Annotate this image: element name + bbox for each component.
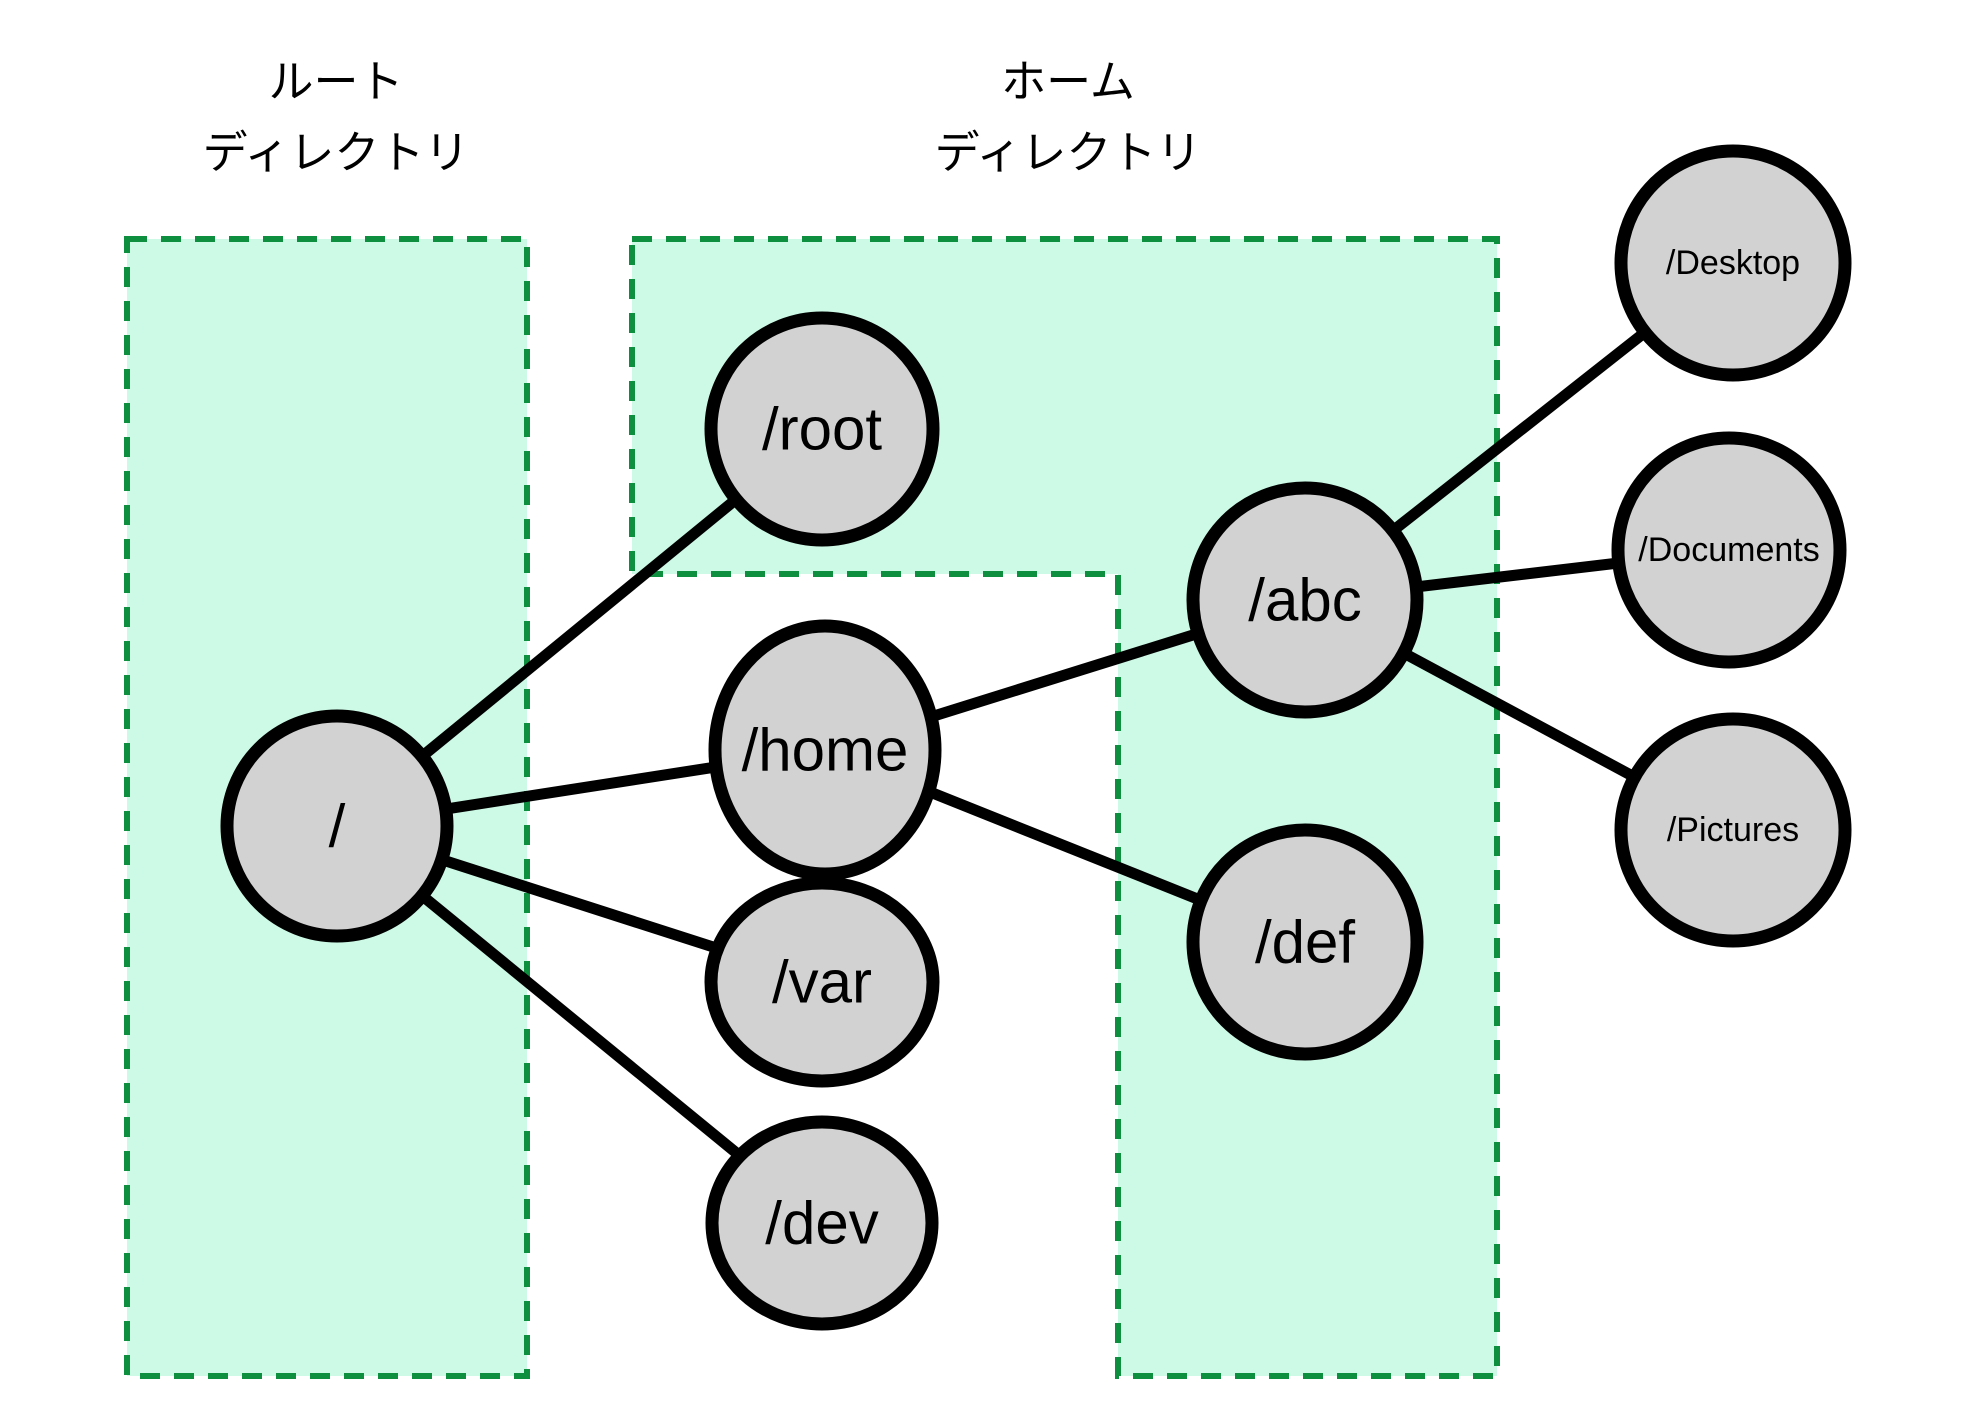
node-label-def: /def [1255, 909, 1355, 976]
home-directory-caption-line2: ディレクトリ [934, 127, 1202, 178]
node-label-home: /home [742, 717, 909, 784]
node-dev: /dev [705, 1115, 939, 1331]
node-home: /home [708, 619, 942, 881]
root-directory-caption-line2: ディレクトリ [202, 127, 470, 178]
root-directory-caption: ルート ディレクトリ [203, 46, 470, 188]
node-var: /var [704, 876, 940, 1088]
node-root: /root [704, 311, 940, 547]
node-circle-root [704, 311, 940, 547]
node-label-dev: /dev [765, 1190, 878, 1257]
node-label-root: /root [762, 396, 882, 463]
node-documents: /Documents [1611, 431, 1847, 669]
node-label-abc: /abc [1248, 567, 1361, 634]
node-slash: / [220, 709, 454, 943]
node-label-var: /var [772, 949, 872, 1016]
node-circle-desktop [1614, 144, 1852, 382]
node-circle-slash [220, 709, 454, 943]
node-label-documents: /Documents [1638, 531, 1819, 569]
node-circle-var [704, 876, 940, 1088]
nodes-layer: / /root/home/var/dev/abc/def/Desktop/Docu… [220, 144, 1852, 1331]
node-circle-documents [1611, 431, 1847, 669]
node-def: /def [1186, 823, 1424, 1061]
node-circle-home [708, 619, 942, 881]
node-label-slash: / [329, 793, 346, 860]
node-circle-def [1186, 823, 1424, 1061]
root-directory-caption-line1: ルート [268, 56, 404, 107]
node-abc: /abc [1186, 481, 1424, 719]
node-pictures: /Pictures [1614, 712, 1852, 948]
node-label-desktop: /Desktop [1666, 244, 1800, 282]
node-circle-dev [705, 1115, 939, 1331]
node-label-pictures: /Pictures [1667, 811, 1799, 849]
node-desktop: /Desktop [1614, 144, 1852, 382]
node-circle-abc [1186, 481, 1424, 719]
node-circle-pictures [1614, 712, 1852, 948]
home-directory-caption-line1: ホーム [1001, 56, 1135, 107]
home-directory-caption: ホーム ディレクトリ [935, 46, 1202, 188]
